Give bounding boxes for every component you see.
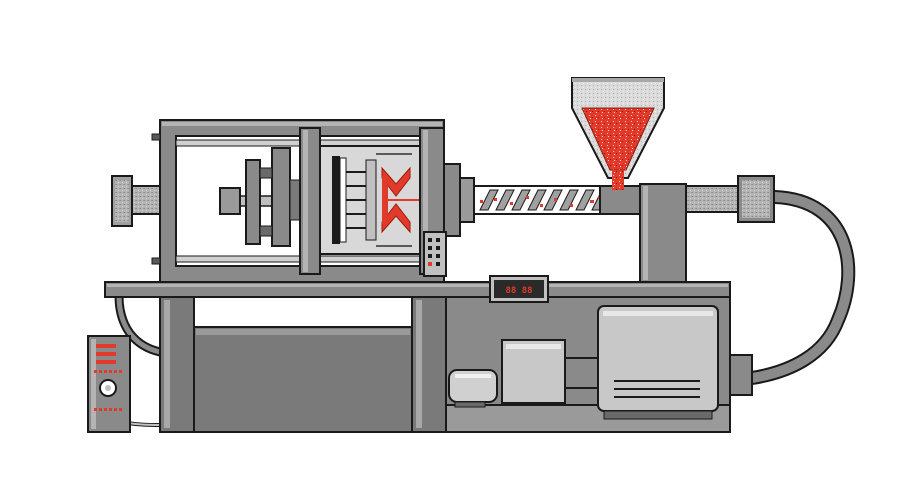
keypad-icon <box>423 231 447 277</box>
motor-icon <box>597 305 719 420</box>
hopper-icon <box>571 77 665 190</box>
screw-icon <box>473 185 641 215</box>
valve-block <box>501 339 602 404</box>
injection-unit <box>639 175 775 283</box>
digital-display-icon: 88 88 <box>489 275 549 303</box>
tie-bar-end-cap <box>111 175 133 227</box>
pump-icon <box>448 369 498 408</box>
oil-tank-icon <box>193 326 413 433</box>
mold-icon <box>319 145 440 255</box>
control-box-icon <box>87 335 131 433</box>
display-readout: 88 88 <box>505 286 532 296</box>
